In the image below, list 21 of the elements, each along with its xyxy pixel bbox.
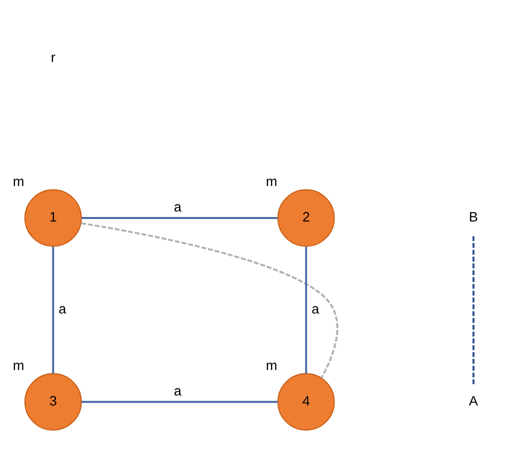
node-text: A: [468, 392, 478, 408]
edge-label: a: [312, 301, 320, 316]
label: r: [50, 50, 56, 65]
connector: [52, 246, 54, 374]
node-circle: 4: [277, 372, 335, 430]
node-label: m: [12, 174, 24, 189]
connector: [81, 400, 278, 402]
edge-label: a: [174, 198, 182, 214]
connector: [305, 246, 308, 374]
edge-label: a: [58, 301, 66, 316]
connector: [81, 216, 278, 218]
connector: [472, 235, 474, 384]
connector: [81, 222, 338, 378]
node-circle: 3: [24, 372, 82, 430]
node-label: m: [12, 357, 24, 372]
node-circle: 1: [24, 188, 82, 246]
node-text: B: [468, 209, 478, 224]
node-label: m: [266, 174, 278, 189]
node-circle: 2: [277, 188, 335, 246]
node-label: m: [266, 357, 278, 372]
edge-label: a: [174, 382, 182, 398]
